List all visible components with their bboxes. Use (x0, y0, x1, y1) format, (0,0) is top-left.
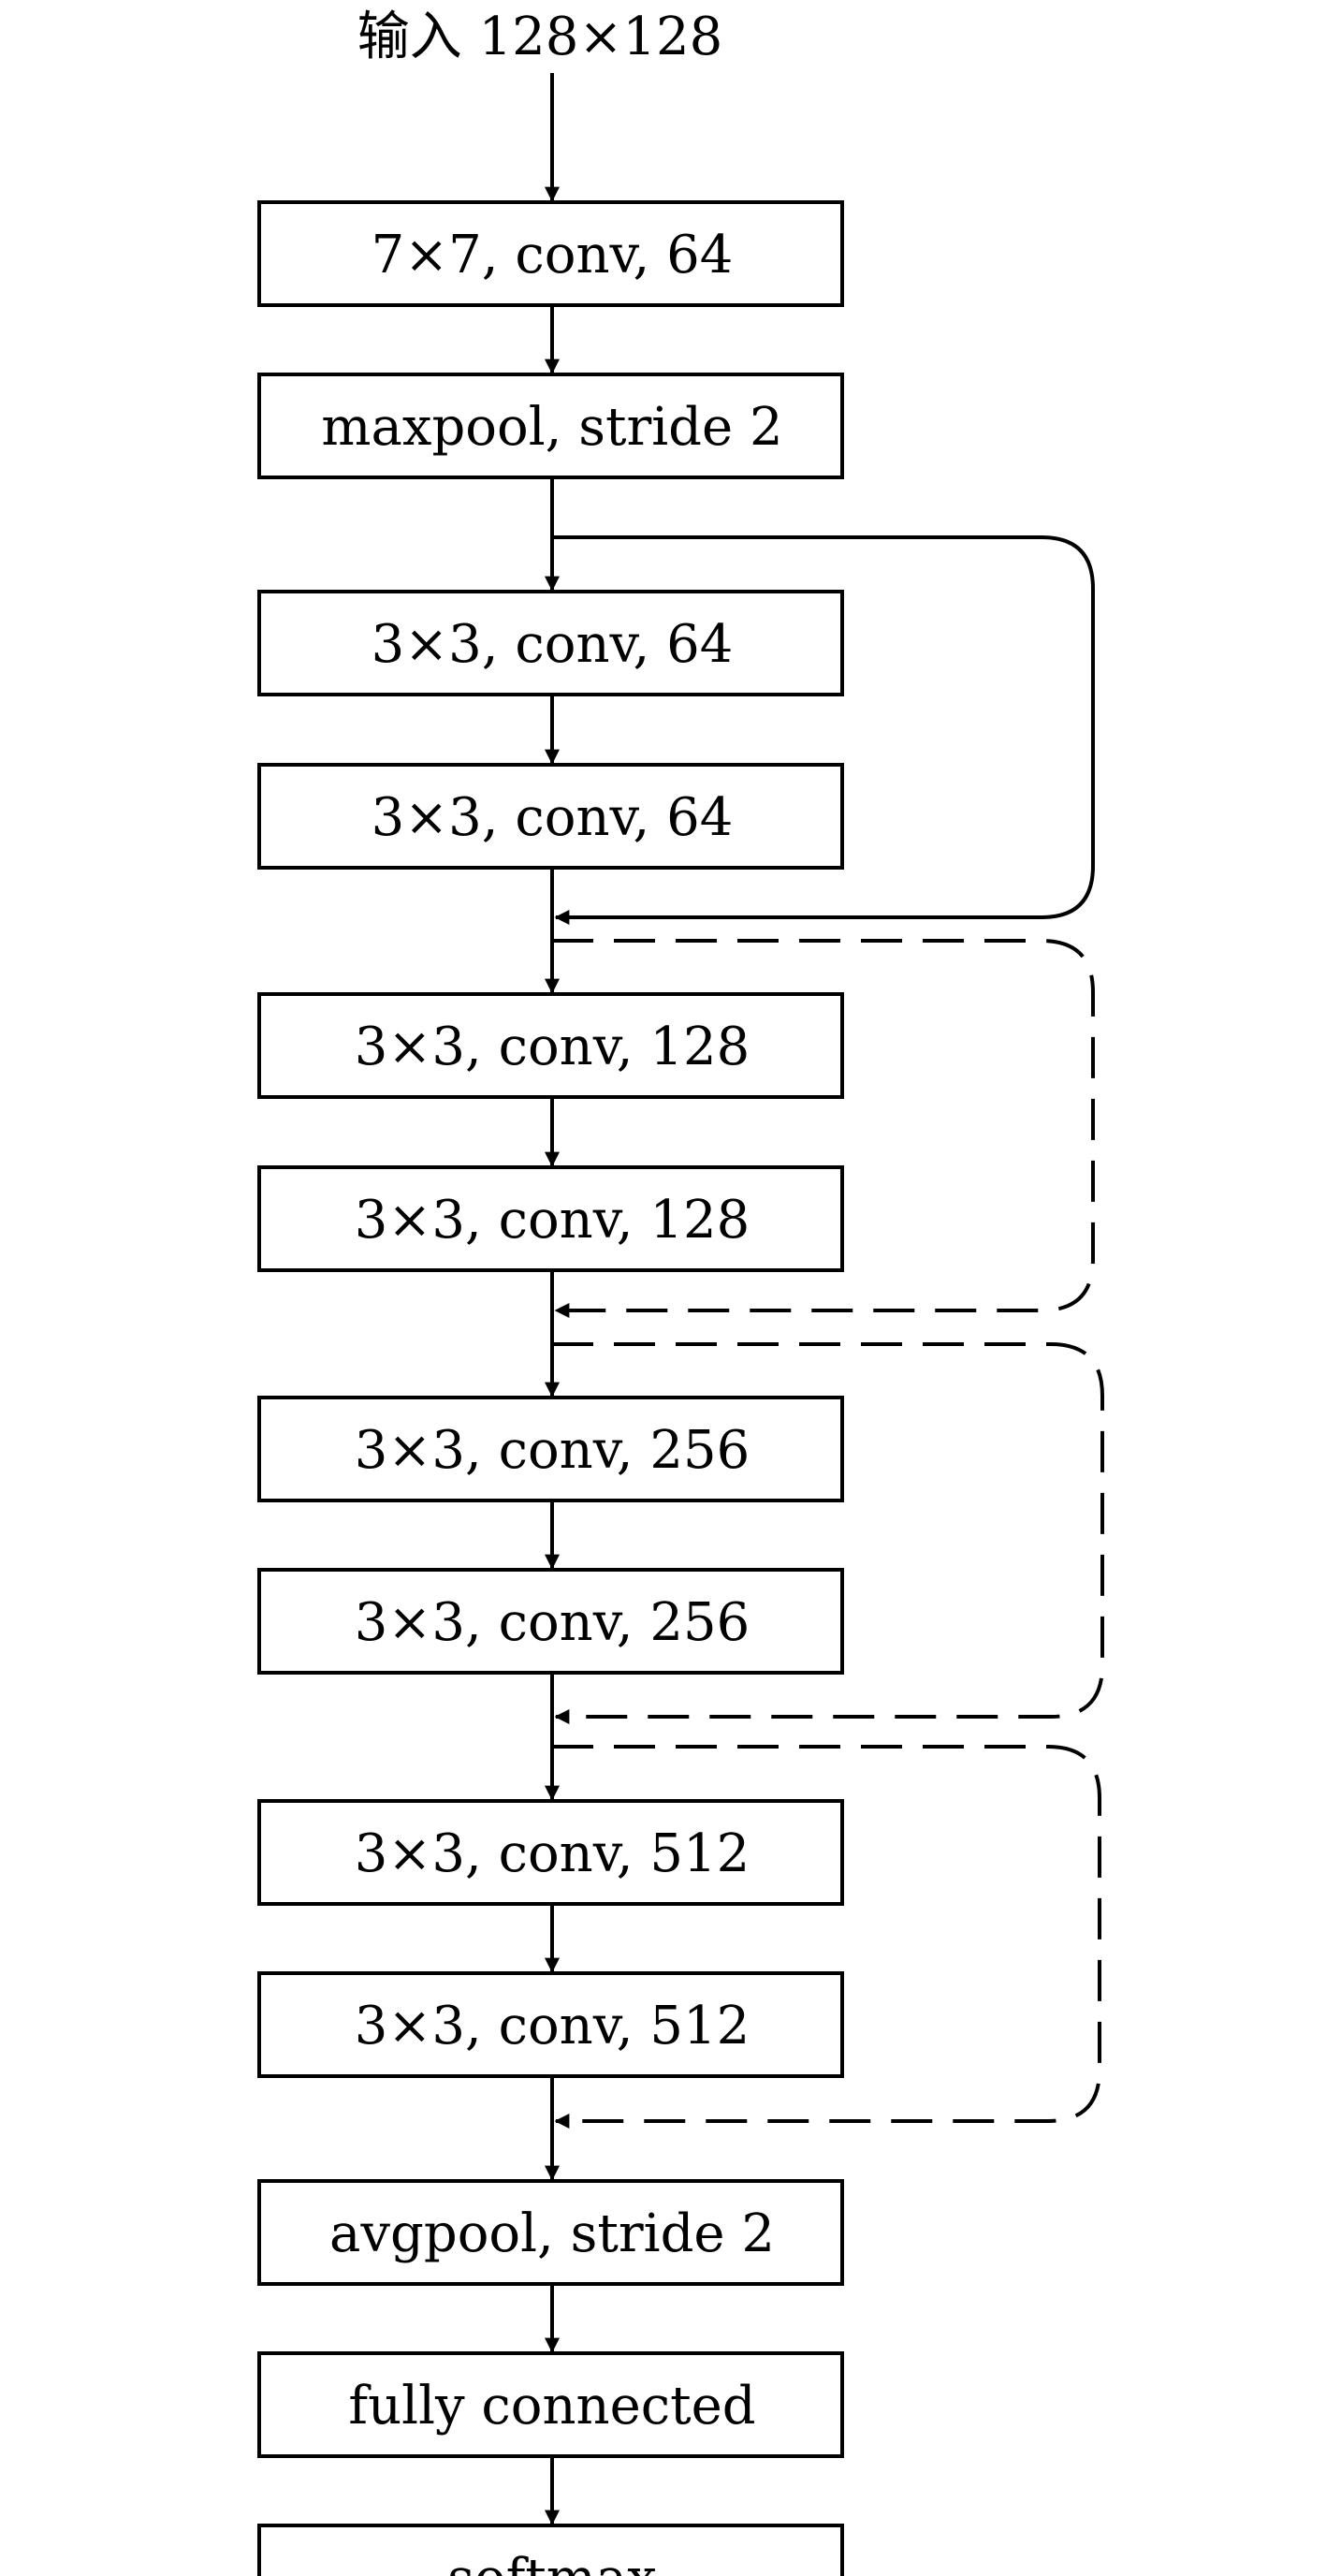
layer-box-avgpool: avgpool, stride 2 (257, 2179, 844, 2286)
layer-label: avgpool, stride 2 (329, 2203, 775, 2264)
layer-box-frame (257, 200, 844, 307)
layer-label: fully connected (348, 2376, 755, 2437)
layer-box-conv512-a: 3×3, conv, 512 (257, 1799, 844, 1906)
layer-label: 3×3, conv, 512 (355, 1823, 750, 1884)
layer-box-conv64-a: 3×3, conv, 64 (257, 590, 844, 696)
layer-label: 3×3, conv, 64 (372, 614, 734, 675)
layer-box-frame (257, 2524, 844, 2576)
layer-label: 3×3, conv, 256 (355, 1420, 750, 1481)
layer-box-conv256-a: 3×3, conv, 256 (257, 1396, 844, 1502)
layer-box-conv512-b: 3×3, conv, 512 (257, 1971, 844, 2078)
layer-box-frame (257, 1568, 844, 1675)
layer-box-frame (257, 373, 844, 479)
layer-box-frame (257, 1165, 844, 1272)
layer-box-frame (257, 763, 844, 870)
layer-label: 3×3, conv, 512 (355, 1996, 750, 2056)
layer-boxes: 7×7, conv, 64 maxpool, stride 2 3×3, con… (257, 200, 844, 2576)
layer-label: 3×3, conv, 64 (372, 787, 734, 848)
skip-connection-arrow (552, 1745, 1101, 2129)
layer-box-conv128-b: 3×3, conv, 128 (257, 1165, 844, 1272)
layer-label: 3×3, conv, 256 (355, 1592, 750, 1653)
layer-label: 7×7, conv, 64 (372, 225, 734, 285)
layer-box-frame (257, 992, 844, 1099)
skip-connection-arrow (552, 535, 1095, 925)
layer-box-conv7x7-64: 7×7, conv, 64 (257, 200, 844, 307)
layer-box-frame (257, 1396, 844, 1502)
layer-label: maxpool, stride 2 (321, 397, 782, 458)
layer-label: softmax (447, 2548, 657, 2576)
layer-box-fully-connected: fully connected (257, 2351, 844, 2458)
layer-box-conv64-b: 3×3, conv, 64 (257, 763, 844, 870)
skip-connection-arrow (552, 939, 1095, 1318)
layer-box-frame (257, 1799, 844, 1906)
layer-box-softmax: softmax (257, 2524, 844, 2576)
layer-box-frame (257, 590, 844, 696)
layer-box-conv128-a: 3×3, conv, 128 (257, 992, 844, 1099)
layer-box-frame (257, 2179, 844, 2286)
layer-label: 3×3, conv, 128 (355, 1190, 750, 1251)
layer-label: 3×3, conv, 128 (355, 1017, 750, 1077)
layer-box-conv256-b: 3×3, conv, 256 (257, 1568, 844, 1675)
layer-box-frame (257, 2351, 844, 2458)
skip-connection-group (552, 535, 1104, 2129)
skip-connection-arrow (552, 1342, 1104, 1724)
layer-box-frame (257, 1971, 844, 2078)
layer-box-maxpool: maxpool, stride 2 (257, 373, 844, 479)
input-label: 输入 128×128 (357, 7, 723, 67)
